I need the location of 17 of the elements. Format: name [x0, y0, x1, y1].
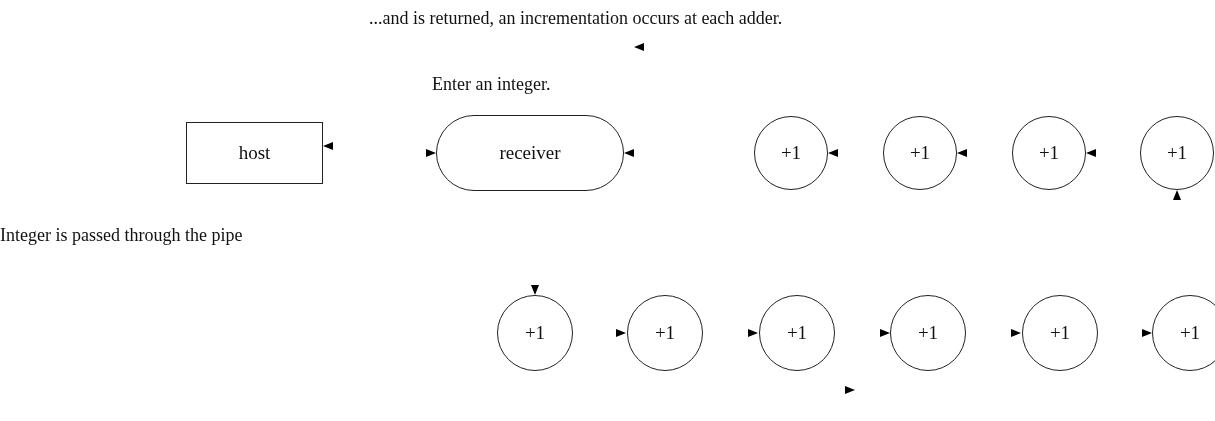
note-text: Enter an integer. — [432, 74, 551, 95]
node-label: +1 — [786, 322, 808, 344]
node-label: +1 — [917, 322, 939, 344]
adder-circle — [1152, 295, 1215, 371]
process-box — [186, 122, 323, 184]
node-label: +1 — [1179, 322, 1201, 344]
node-label: +1 — [524, 322, 546, 344]
node-label: +1 — [654, 322, 676, 344]
node-label: +1 — [1166, 142, 1188, 164]
note-text: ...and is returned, an incrementation occurs at each adder. — [369, 8, 783, 29]
node-label: +1 — [1049, 322, 1071, 344]
node-label: receiver — [499, 142, 561, 164]
note-text: Integer is passed through the pipe — [0, 225, 243, 246]
node-label: +1 — [780, 142, 802, 164]
node-label: +1 — [1038, 142, 1060, 164]
node-label: +1 — [909, 142, 931, 164]
node-label: host — [238, 142, 271, 164]
